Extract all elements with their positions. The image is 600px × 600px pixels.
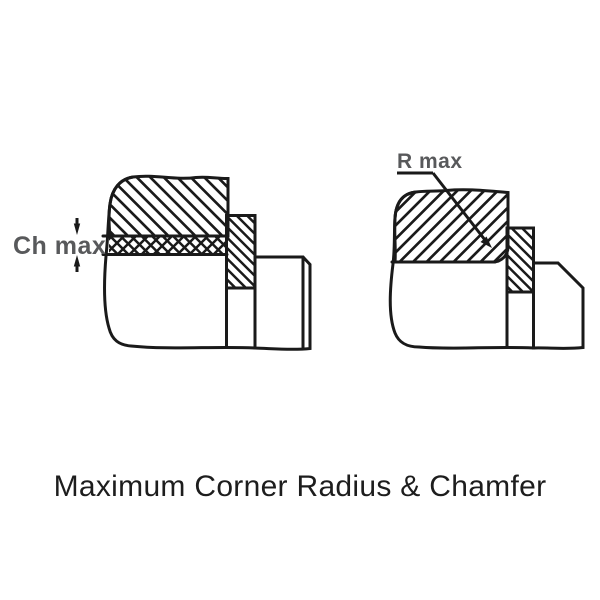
right-shoulder-section	[393, 188, 510, 264]
chamfer-dimension-arrows	[73, 218, 81, 272]
radius-dimension-label: R max	[397, 150, 463, 173]
chamfer-lower-arrowhead	[73, 255, 81, 267]
radius-leader-line	[431, 172, 487, 241]
left-shaft-step	[253, 255, 312, 351]
radius-arrowhead	[480, 236, 492, 248]
chamfer-band-crosshatch	[109, 237, 227, 253]
left-shoulder-section	[107, 174, 230, 238]
radius-leader	[397, 171, 492, 248]
left-figure-chamfer	[101, 174, 312, 351]
chamfer-upper-arrowhead	[73, 223, 81, 235]
chamfer-dimension-label: Ch max	[13, 232, 106, 260]
right-shaft-step	[532, 261, 585, 350]
right-bearing-ring-section	[505, 226, 535, 294]
diagram-caption: Maximum Corner Radius & Chamfer	[53, 470, 547, 503]
left-bearing-ring-section	[225, 214, 257, 290]
right-figure-radius	[388, 188, 585, 350]
